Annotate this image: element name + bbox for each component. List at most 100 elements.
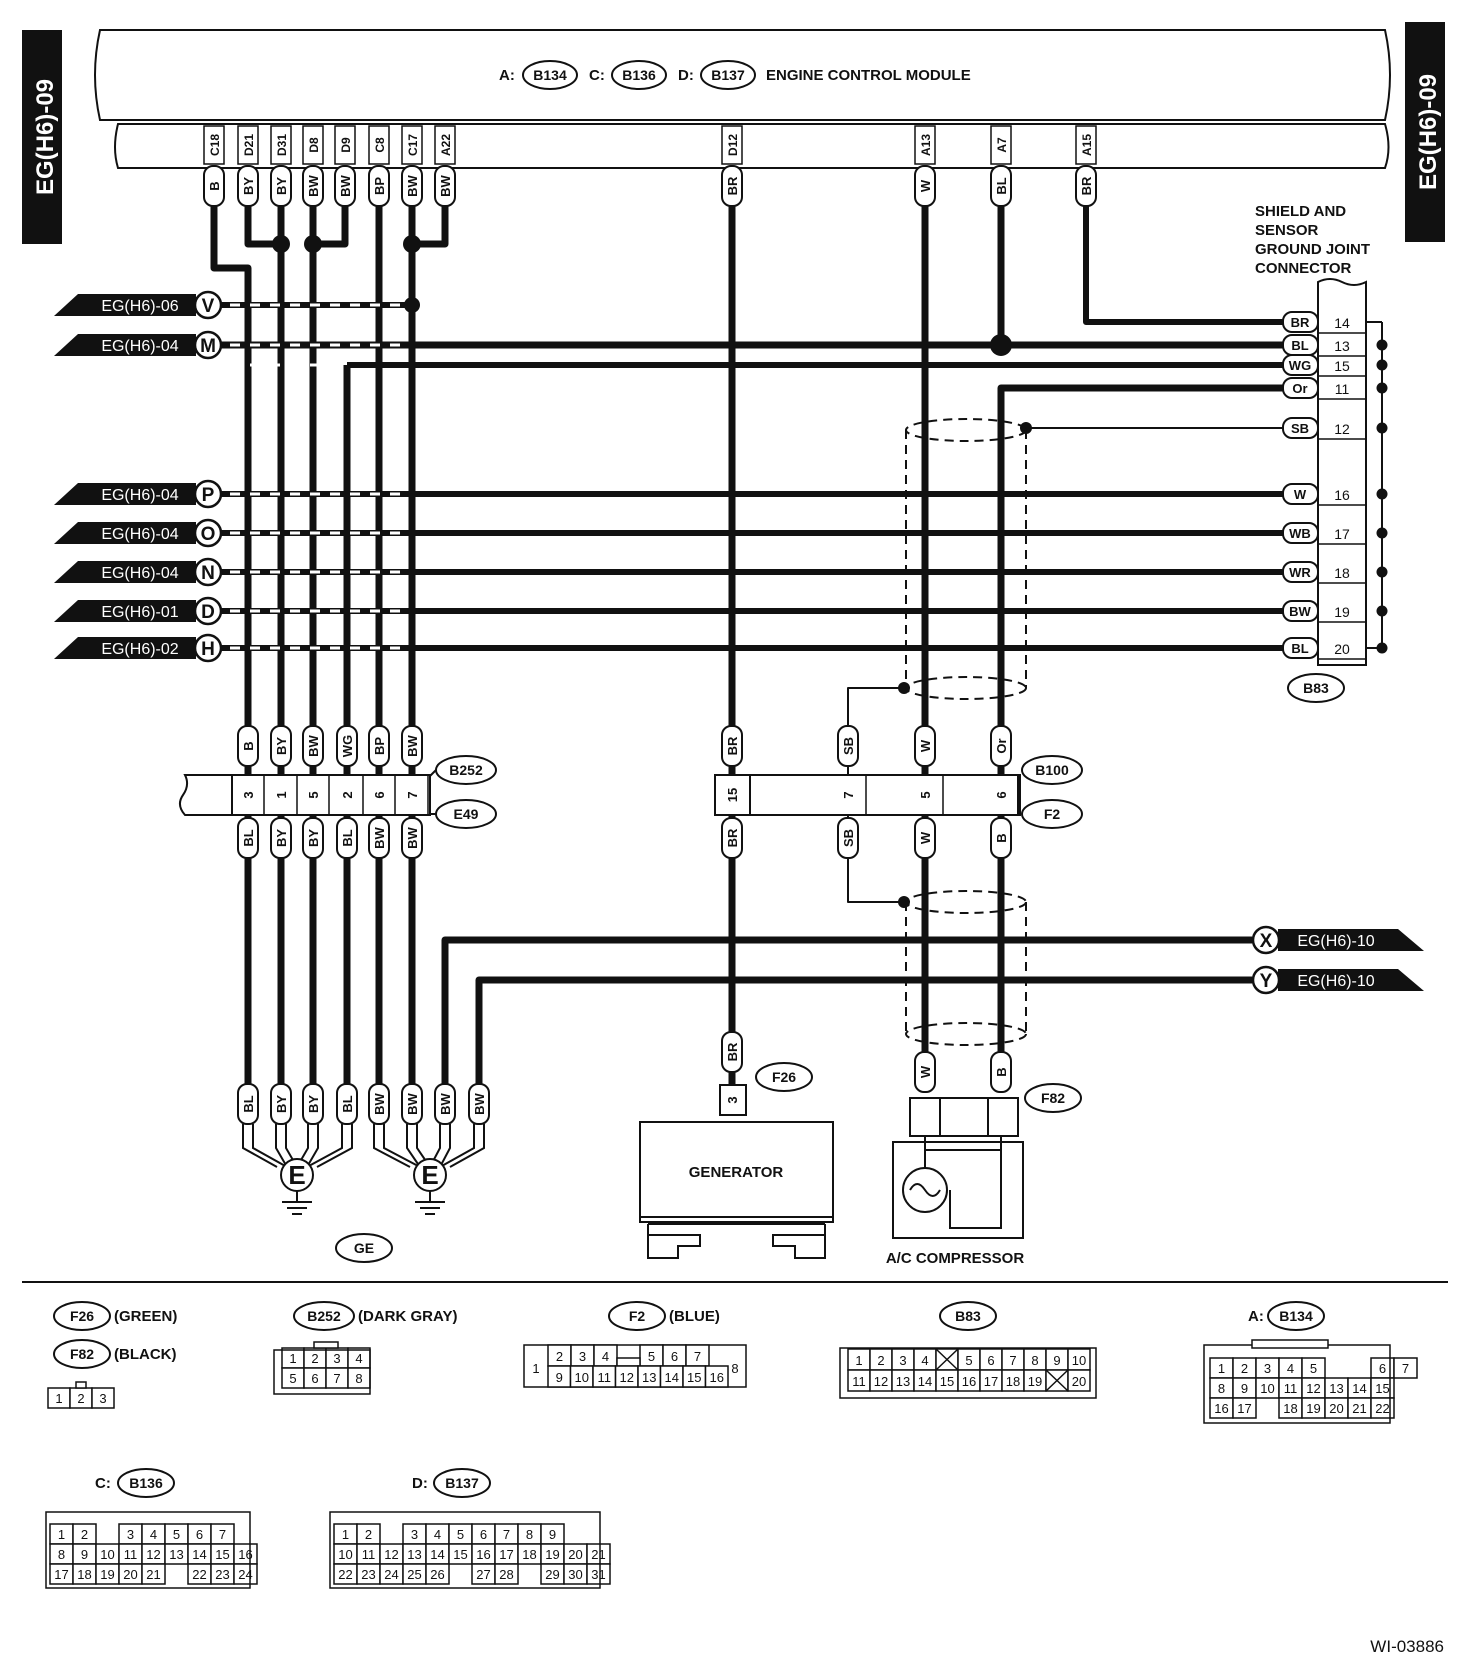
legend-pin: 7: [685, 1344, 710, 1367]
legend-pin: 26: [425, 1563, 450, 1585]
b252-top-color: BY: [270, 725, 292, 767]
legend-pin: 1: [333, 1523, 358, 1545]
legend-pin: 4: [347, 1347, 371, 1369]
shield-upper: [905, 418, 1027, 700]
e49-bottom-color-text: BL: [241, 829, 256, 846]
legend-pin: 24: [379, 1563, 404, 1585]
legend-pin: 11: [847, 1369, 871, 1392]
compressor-conn: F82: [1041, 1090, 1065, 1106]
legend-pin: 19: [1301, 1397, 1326, 1419]
legend-pin-number: 8: [1031, 1353, 1038, 1368]
left-ref-letter: D: [201, 602, 215, 623]
left-ref-letter: V: [202, 296, 215, 317]
b83-junction: [1376, 527, 1388, 539]
b100-pin-number: 7: [841, 791, 856, 798]
b100-pin-number: 15: [725, 788, 740, 802]
legend-pin: 23: [210, 1563, 235, 1585]
compressor-label: A/C COMPRESSOR: [886, 1250, 1025, 1267]
ecm-conn-d: B137: [711, 67, 745, 83]
legend-pin-number: 23: [361, 1567, 375, 1582]
legend-pin: 20: [563, 1543, 588, 1565]
b252-top-color-text: B: [241, 741, 256, 750]
legend-pin: [935, 1348, 959, 1371]
legend-pin: 20: [1324, 1397, 1349, 1419]
legend-pin: 11: [356, 1543, 381, 1565]
f2-bottom-color-text: BR: [725, 828, 740, 847]
f2-bottom-color: BR: [721, 817, 743, 859]
legend-pin: 10: [95, 1543, 120, 1565]
b252-top-color: BW: [302, 725, 324, 767]
ground-wire-color: BL: [237, 1083, 259, 1125]
b100-top-color-text: BR: [725, 736, 740, 755]
ecm-wire-color: BL: [990, 165, 1012, 207]
legend-pin: 19: [540, 1543, 565, 1565]
b252-top-color-text: BY: [274, 737, 289, 755]
legend-pin-number: 14: [192, 1547, 206, 1562]
b83-wire-color: BL: [1291, 641, 1308, 656]
left-ref-page: EG(H6)-04: [101, 526, 178, 543]
legend-pin-number: 9: [81, 1547, 88, 1562]
legend-pin-number: 4: [434, 1527, 441, 1542]
legend-pin-number: 24: [238, 1567, 252, 1582]
f2-bottom-color: SB: [837, 817, 859, 859]
legend-pin-number: 7: [503, 1527, 510, 1542]
legend-pin-number: 3: [411, 1527, 418, 1542]
b83-junction: [1376, 422, 1388, 434]
legend-pin-number: 7: [219, 1527, 226, 1542]
legend-pin-number: 10: [1072, 1353, 1086, 1368]
ecm-pin-number: D21: [242, 134, 256, 156]
legend-pin: 9: [1232, 1377, 1257, 1399]
generator: BR 3 F26 GENERATOR: [639, 1031, 834, 1259]
ecm-pin-number: C17: [406, 134, 420, 156]
legend-pin: 14: [425, 1543, 450, 1565]
legend-pin: [1045, 1369, 1069, 1392]
legend-b83: B83: [955, 1308, 981, 1324]
ecm-pin-number: A13: [919, 134, 933, 156]
b100-pin-5: W5W: [914, 725, 944, 859]
ecm-wire-color: BW: [334, 165, 356, 207]
legend-pin: 16: [704, 1365, 729, 1388]
legend-d-name: B137: [445, 1475, 479, 1491]
ecm-wire-color: BY: [270, 165, 292, 207]
ecm-title: ENGINE CONTROL MODULE: [766, 67, 971, 84]
legend-pin: 13: [164, 1543, 189, 1565]
ecm-pin-number: C18: [208, 134, 222, 156]
legend-pin-number: 13: [896, 1374, 910, 1389]
b83-pin-number: 11: [1335, 381, 1350, 397]
legend-pin: 20: [118, 1563, 143, 1585]
ground-wire-color-text: BY: [306, 1095, 321, 1113]
legend-pin: 3: [891, 1348, 915, 1371]
left-ref-page: EG(H6)-04: [101, 338, 178, 355]
legend-pin-number: 4: [1287, 1361, 1294, 1376]
legend-pin: 3: [91, 1387, 115, 1409]
ecm-prefix-d: D:: [678, 67, 694, 84]
legend-pin-number: 6: [480, 1527, 487, 1542]
ground-symbol: E: [373, 1124, 485, 1215]
legend-pin: 13: [891, 1369, 915, 1392]
legend-pin-number: 4: [921, 1353, 928, 1368]
e49-label: E49: [454, 806, 479, 822]
legend-pin-number: 15: [687, 1370, 701, 1385]
legend-pin: 2: [356, 1523, 381, 1545]
legend-pin: 21: [141, 1563, 166, 1585]
legend-pin-number: 25: [407, 1567, 421, 1582]
legend-pin-number: 17: [54, 1567, 68, 1582]
b252-top-color-text: BW: [306, 734, 321, 756]
legend-pin-number: 6: [987, 1353, 994, 1368]
b83-pin-number: 16: [1334, 487, 1350, 503]
legend-pin: 29: [540, 1563, 565, 1585]
legend-pin: 13: [637, 1365, 662, 1388]
legend-pin-number: 2: [877, 1353, 884, 1368]
legend-pin-number: 16: [710, 1370, 724, 1385]
b100-top-color: Or: [990, 725, 1012, 767]
legend-pin: 6: [187, 1523, 212, 1545]
legend-pin-number: 7: [1009, 1353, 1016, 1368]
